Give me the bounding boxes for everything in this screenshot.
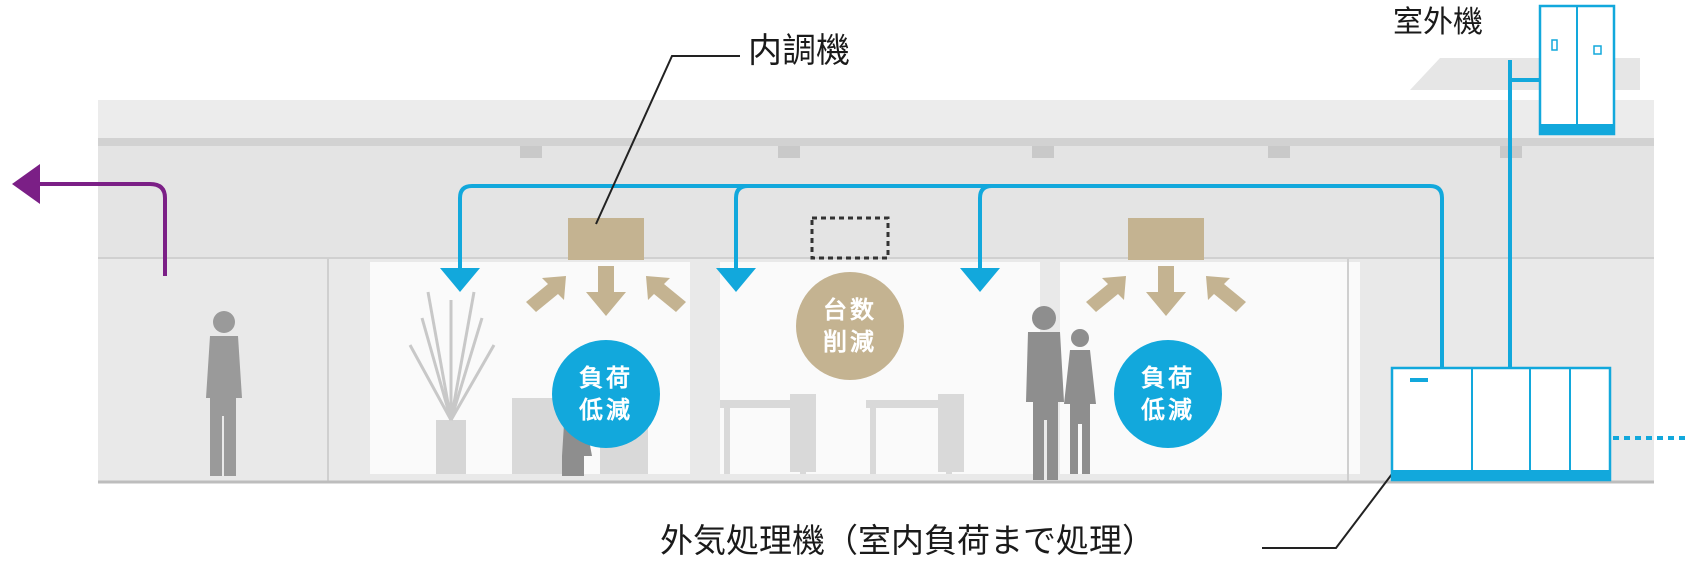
exhaust-arrow-icon — [40, 182, 167, 276]
upper-band — [98, 100, 1654, 142]
person-icon — [1064, 329, 1096, 474]
badge-line: 負荷 — [1141, 363, 1195, 392]
badge-line: 台数 — [823, 295, 877, 324]
airflow-arrows — [526, 266, 1246, 316]
indoor-unit-icon — [1128, 218, 1204, 260]
removed-unit-icon — [810, 216, 890, 260]
person-icon — [206, 311, 242, 476]
load-reduction-badge: 負荷 低減 — [552, 340, 660, 448]
callout-lines — [595, 55, 1393, 549]
exhaust-arrowhead-icon — [12, 164, 40, 204]
badge-line: 負荷 — [579, 363, 633, 392]
oa-unit-icon — [1390, 366, 1612, 482]
person-icon — [1026, 306, 1064, 480]
oa-unit-label: 外気処理機（室内負荷まで処理） — [660, 521, 1155, 560]
outdoor-unit-label: 室外機 — [1393, 5, 1483, 40]
plant-icon — [408, 291, 496, 474]
badge-line: 低減 — [579, 396, 633, 424]
unit-count-reduction-badge: 台数 削減 — [796, 272, 904, 380]
outdoor-unit-icon — [1538, 4, 1616, 136]
badge-line: 削減 — [823, 328, 877, 356]
badge-line: 低減 — [1141, 396, 1195, 424]
ceiling-slab — [98, 138, 1654, 146]
supply-arrow-icon — [716, 268, 756, 292]
supply-arrow-icon — [960, 268, 1000, 292]
partition-lines — [327, 258, 1349, 482]
ceiling-hangers — [520, 146, 1522, 158]
ceiling-plenum — [98, 146, 1654, 258]
supply-arrow-icon — [440, 268, 480, 292]
indoor-unit-icon — [568, 218, 644, 260]
load-reduction-badge: 負荷 低減 — [1114, 340, 1222, 448]
indoor-unit-label: 内調機 — [748, 31, 850, 71]
